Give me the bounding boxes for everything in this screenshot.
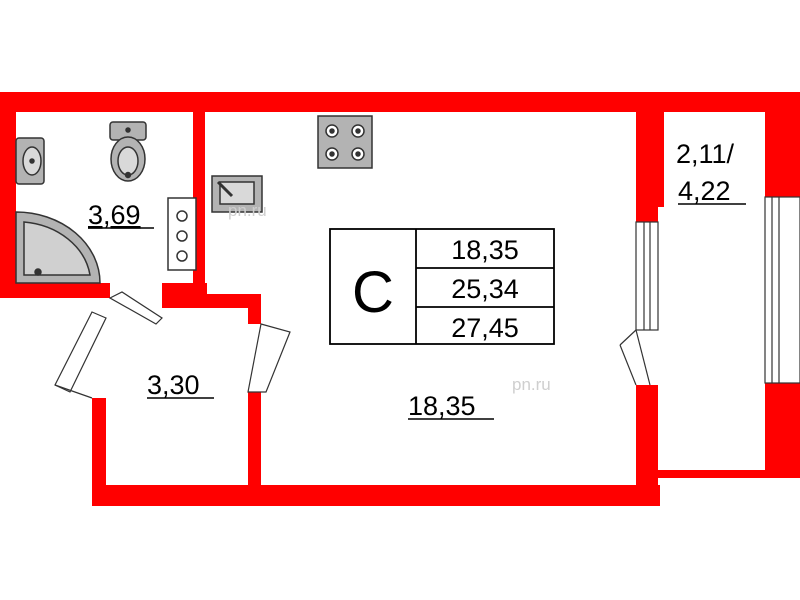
window-balcony <box>635 221 659 331</box>
wall-room-right-lower <box>636 385 658 506</box>
wall-balcony-bottom <box>658 470 800 478</box>
wall-room-right-upper <box>636 112 658 222</box>
kitchen-sink-icon <box>211 175 263 213</box>
door-bathroom <box>108 291 163 325</box>
door-hallway-room <box>247 323 291 393</box>
toilet-icon <box>109 121 147 182</box>
watermark: pn.ru <box>228 201 267 220</box>
main-room-area-label: 18,35 <box>408 391 476 421</box>
wall-hallway-left <box>92 398 106 506</box>
wall-bottom <box>92 485 660 506</box>
area-legend: С 18,35 25,34 27,45 <box>329 228 555 345</box>
window-balcony-outer <box>764 196 800 384</box>
wall-balcony-right-upper <box>765 92 800 197</box>
wall-left-bathroom <box>0 92 16 298</box>
wall-balcony-left-top <box>658 112 664 207</box>
bathroom-area-label: 3,69 <box>88 200 141 230</box>
wall-top <box>0 92 800 112</box>
hallway-area-label: 3,30 <box>147 370 200 400</box>
walls <box>0 92 800 506</box>
balcony-area-label-line1: 2,11/ <box>676 139 735 169</box>
door-entrance <box>54 311 107 399</box>
wall-hallway-right-upper <box>248 294 261 324</box>
stove-icon <box>317 115 373 169</box>
living-area-value: 18,35 <box>451 235 519 265</box>
watermark: pn.ru <box>512 375 551 394</box>
door-balcony <box>619 329 651 386</box>
shower-icon <box>15 211 101 284</box>
balcony-area-label-line2: 4,22 <box>678 176 731 206</box>
wall-hallway-right-lower <box>248 392 261 490</box>
total-area-with-balcony-value: 27,45 <box>451 313 519 343</box>
washer-outlets-icon <box>167 197 197 271</box>
washbasin-icon <box>15 137 45 185</box>
total-area-value: 25,34 <box>451 274 519 304</box>
apartment-type-label: С <box>352 260 394 325</box>
wall-balcony-right-lower <box>765 383 800 473</box>
wall-hallway-top <box>162 294 260 308</box>
wall-bathroom-bottom <box>0 283 110 298</box>
